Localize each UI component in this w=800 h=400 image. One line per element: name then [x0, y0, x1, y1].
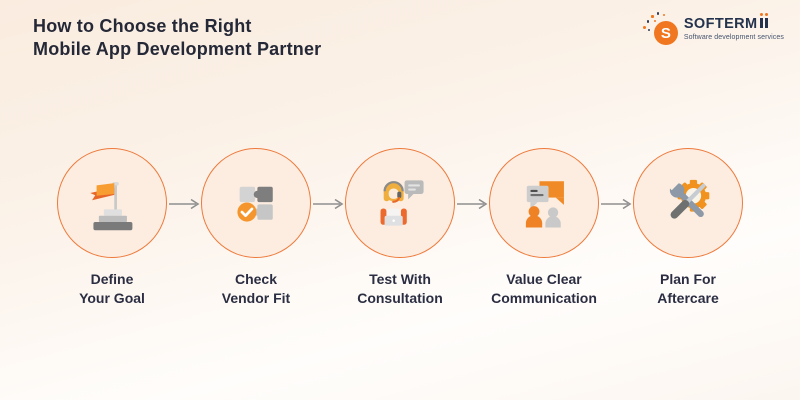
- page-title-line2: Mobile App Development Partner: [33, 39, 322, 59]
- logo-monogram: S: [653, 21, 678, 45]
- step-plan-for-aftercare: Plan For Aftercare: [616, 148, 760, 308]
- step-circle: [57, 148, 167, 258]
- step-circle: [201, 148, 311, 258]
- step-label-line1: Check: [234, 271, 278, 287]
- step-label: Check Vendor Fit: [184, 270, 328, 308]
- logo-dot: [647, 29, 651, 32]
- chat-people-icon: [525, 181, 564, 228]
- step-define-your-goal: Define Your Goal: [40, 148, 184, 308]
- logo-letter-i: [764, 12, 768, 28]
- step-label-line1: Test With: [369, 271, 431, 287]
- logo-dot: [656, 12, 660, 15]
- page-title: How to Choose the Right Mobile App Devel…: [33, 15, 321, 61]
- logo-dot: [662, 14, 666, 17]
- logo-dot: [646, 20, 650, 23]
- step-label-line2: Your Goal: [79, 290, 145, 306]
- step-test-with-consultation: Test With Consultation: [328, 148, 472, 308]
- page-title-line1: How to Choose the Right: [33, 16, 252, 36]
- puzzle-check-icon: [237, 186, 273, 222]
- step-label: Value Clear Communication: [472, 270, 616, 308]
- logo-mark-icon: S: [642, 11, 679, 48]
- logo-letter-i: [759, 12, 763, 28]
- step-check-vendor-fit: Check Vendor Fit: [184, 148, 328, 308]
- step-value-clear-communication: Value Clear Communication: [472, 148, 616, 308]
- logo-text: SOFTERM Software development services: [684, 11, 784, 41]
- step-circle: [489, 148, 599, 258]
- logo-dot: [642, 26, 647, 30]
- arrow-right-icon: [169, 197, 201, 210]
- flag-on-podium-icon: [90, 182, 133, 231]
- logo-name-text: SOFTERM: [683, 16, 758, 32]
- logo-dot: [650, 15, 655, 19]
- arrow-right-icon: [457, 197, 489, 210]
- support-agent-icon: [380, 180, 424, 226]
- arrow-right-icon: [601, 197, 633, 210]
- logo-name: SOFTERM: [683, 12, 784, 32]
- logo-dot: [653, 20, 657, 23]
- step-label: Test With Consultation: [328, 270, 472, 308]
- arrow-right-icon: [313, 197, 345, 210]
- step-label-line2: Vendor Fit: [221, 290, 291, 306]
- step-circle: [345, 148, 455, 258]
- step-circle: [633, 148, 743, 258]
- tools-gear-icon: [667, 178, 710, 219]
- softermii-logo: S SOFTERM Software development services: [642, 11, 784, 48]
- step-label-line1: Value Clear: [506, 271, 582, 287]
- step-label-line2: Communication: [491, 290, 597, 306]
- step-label-line1: Define: [90, 271, 134, 287]
- step-label-line1: Plan For: [659, 271, 716, 287]
- step-label: Plan For Aftercare: [616, 270, 760, 308]
- step-label: Define Your Goal: [40, 270, 184, 308]
- step-label-line2: Aftercare: [657, 290, 719, 306]
- logo-tagline: Software development services: [683, 34, 784, 41]
- step-label-line2: Consultation: [357, 290, 443, 306]
